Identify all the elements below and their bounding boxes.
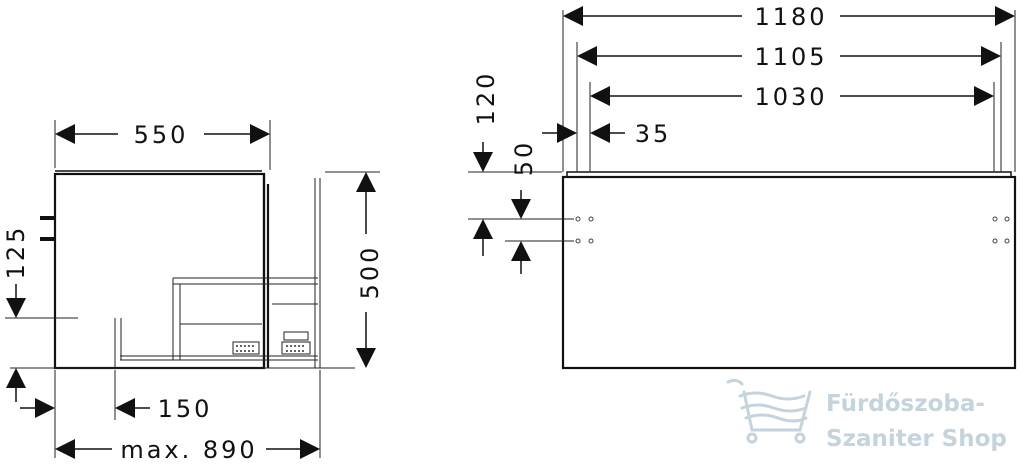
dim-label-1105: 1105: [754, 43, 827, 71]
wall-bracket: [40, 216, 54, 241]
dim-label-500: 500: [356, 245, 384, 300]
dim-depth-550: 550: [54, 120, 271, 170]
cabinet-side-body: [53, 172, 266, 370]
dim-hole-120: 120: [472, 71, 500, 172]
watermark-line1: Fürdőszoba-: [826, 391, 985, 417]
dim-label-1030: 1030: [754, 83, 827, 111]
watermark: Fürdőszoba- Szaniter Shop: [726, 378, 1007, 452]
dim-width-1180: 1180: [563, 3, 1015, 31]
dim-hole-50: 50: [468, 140, 574, 274]
dim-label-1180: 1180: [754, 3, 827, 31]
dim-width-1105: 1105: [577, 43, 1001, 71]
dim-label-550: 550: [134, 121, 189, 149]
dim-label-150: 150: [158, 395, 213, 423]
dim-height-500: 500: [325, 171, 384, 368]
cabinet-front-body: [561, 175, 1017, 370]
dim-label-120: 120: [472, 71, 500, 126]
bathtub-icon: [726, 378, 812, 444]
front-view: 1180 1105 1030 35: [468, 3, 1017, 370]
dim-label-125: 125: [2, 225, 30, 280]
side-view: 550 500 125 150: [2, 120, 384, 464]
dim-label-max-890: max. 890: [120, 436, 257, 464]
mounting-holes: [575, 216, 1010, 244]
dim-label-50: 50: [510, 140, 538, 177]
drawer-frame: [114, 178, 321, 368]
dim-inset-35: 35: [542, 120, 672, 148]
dim-mount-125: 125: [2, 225, 78, 402]
dim-width-1030: 1030: [590, 83, 994, 111]
dim-max-890: max. 890: [55, 370, 321, 464]
dim-offset-150: 150: [20, 370, 213, 458]
watermark-line2: Szaniter Shop: [826, 426, 1007, 452]
dim-label-35: 35: [635, 120, 672, 148]
